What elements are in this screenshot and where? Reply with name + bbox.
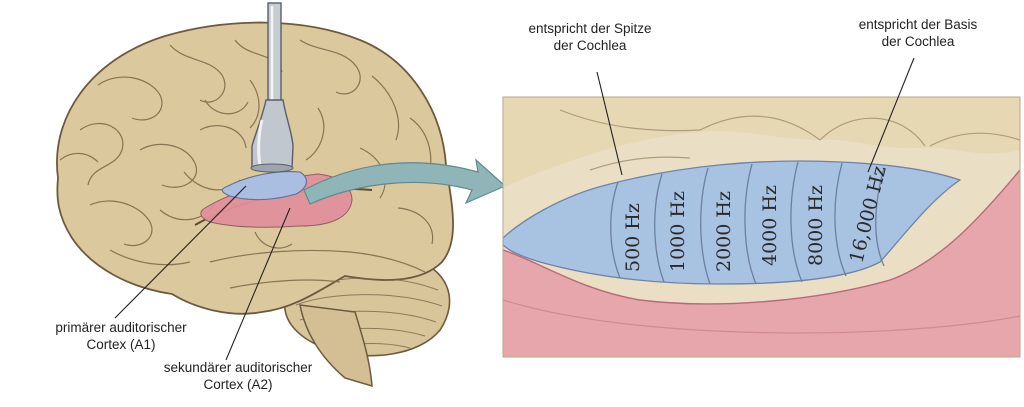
freq-label: 2000 Hz (713, 191, 735, 272)
electrode-probe (250, 2, 294, 173)
primary-cortex-label-line2: Cortex (A1) (86, 337, 156, 352)
primary-cortex-label: primärer auditorischer Cortex (A1) (6, 319, 236, 353)
leader-lines (114, 57, 915, 361)
brain-stem (299, 304, 373, 388)
freq-label: 8000 Hz (805, 185, 827, 266)
primary-cortex-label-line1: primärer auditorischer (55, 320, 187, 335)
secondary-cortex-label: sekundärer auditorischer Cortex (A2) (138, 359, 338, 393)
freq-label: 500 Hz (622, 203, 644, 272)
base-label-line2: der Cochlea (881, 34, 955, 49)
base-label: entspricht der Basis der Cochlea (828, 16, 1008, 50)
tonotopic-panel (503, 97, 1020, 357)
freq-label: 4000 Hz (759, 185, 781, 266)
secondary-cortex-label-line2: Cortex (A2) (203, 377, 273, 392)
apex-label: entspricht der Spitze der Cochlea (490, 20, 690, 54)
apex-label-line2: der Cochlea (553, 38, 627, 53)
auditory-strip (503, 160, 962, 285)
freq-label: 1000 Hz (667, 191, 689, 272)
primary-auditory-cortex (221, 171, 307, 201)
base-label-line1: entspricht der Basis (858, 17, 978, 32)
apex-label-line1: entspricht der Spitze (528, 21, 652, 36)
secondary-cortex-label-line1: sekundärer auditorischer (163, 360, 313, 375)
brain-illustration (56, 2, 454, 388)
